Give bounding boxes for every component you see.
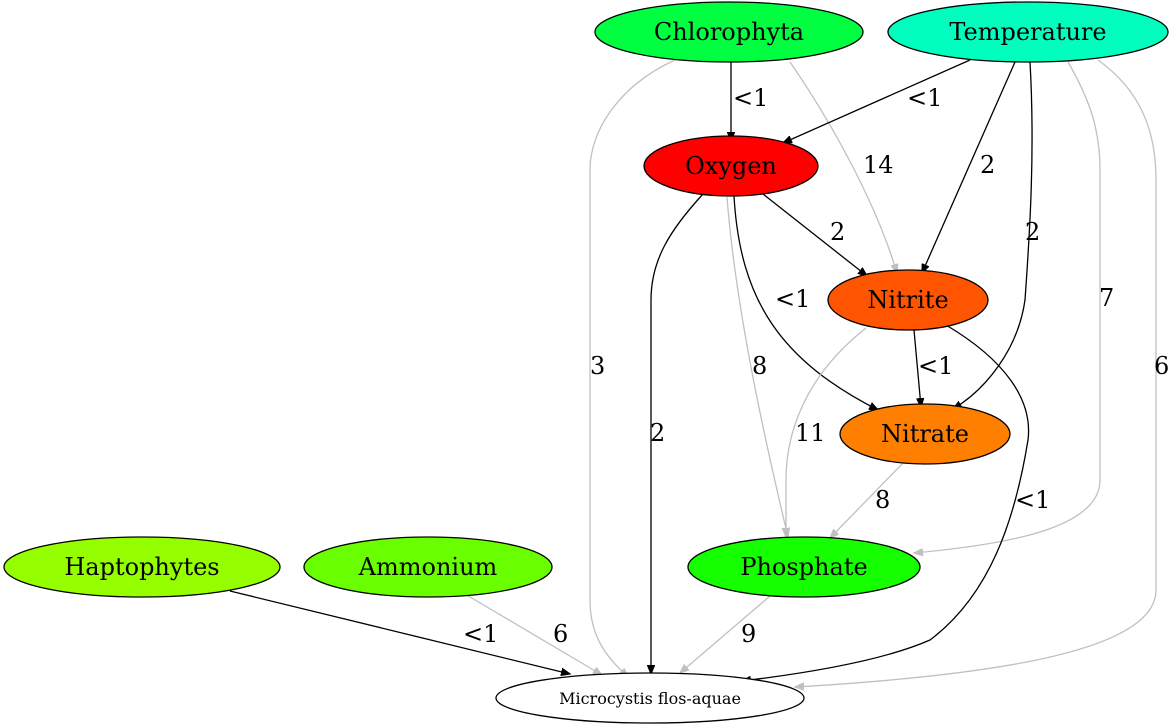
node-label: Nitrite [867,286,948,314]
edge-label: 2 [980,151,995,179]
node-shape [303,536,553,598]
edge-line [733,195,878,410]
edge-line [726,196,788,537]
node-temperature: Temperature [887,1,1169,63]
edge-line [651,193,704,674]
edge-line [913,329,921,407]
edge-haptophytes-microcystis: <1 [229,590,570,674]
node-shape [3,536,281,598]
edge-label: <1 [1015,486,1050,514]
edge-temperature-phosphate: 7 [914,61,1114,553]
edge-phosphate-microcystis: 9 [680,595,771,673]
edge-line [783,59,971,143]
node-phosphate: Phosphate [687,536,921,598]
node-label: Chlorophyta [654,18,804,46]
edge-line [742,324,1030,681]
edge-label: <1 [463,620,498,648]
edge-oxygen-nitrate: <1 [733,195,878,410]
node-chlorophyta: Chlorophyta [594,1,864,63]
edge-line [922,61,1016,273]
node-nitrate: Nitrate [839,403,1011,465]
edge-label: <1 [918,352,953,380]
node-shape [827,269,989,331]
edge-label: 14 [863,151,894,179]
edge-line [589,59,676,677]
edge-line [786,327,867,537]
node-label: Nitrate [881,420,969,448]
edge-temperature-oxygen: <1 [783,59,971,143]
node-shape [495,672,805,724]
edge-nitrite-phosphate: 11 [786,327,867,537]
edge-nitrate-phosphate: 8 [830,462,904,538]
edge-chlorophyta-nitrite: 14 [789,61,897,273]
edge-label: 2 [830,218,845,246]
node-microcystis: Microcystis flos-aquae [495,672,805,724]
node-haptophytes: Haptophytes [3,536,281,598]
edge-label: 2 [1025,218,1040,246]
edge-line [762,193,867,276]
node-label: Oxygen [685,152,777,180]
edge-label: 2 [650,419,665,447]
edge-line [789,61,897,273]
edge-line [914,61,1101,553]
edge-temperature-nitrate: 2 [953,61,1040,409]
edge-label: 8 [875,486,890,514]
edge-temperature-microcystis: 6 [795,59,1169,687]
node-oxygen: Oxygen [643,135,819,197]
node-label: Temperature [949,18,1106,46]
edge-label: <1 [775,285,810,313]
edge-label: 9 [741,620,756,648]
node-label: Phosphate [740,553,867,581]
node-shape [643,135,819,197]
node-ammonium: Ammonium [303,536,553,598]
edge-oxygen-phosphate: 8 [726,196,788,537]
node-label: Haptophytes [64,553,219,581]
edge-nitrite-microcystis: <1 [742,324,1050,681]
edge-line [795,59,1157,687]
edge-oxygen-nitrite: 2 [762,193,867,276]
edge-label: 8 [752,352,767,380]
edge-nitrite-nitrate: <1 [913,329,953,407]
node-shape [687,536,921,598]
nodes: Chlorophyta Temperature Oxygen Nitrite N… [3,1,1169,724]
edge-line [953,61,1033,409]
node-shape [594,1,864,63]
edge-oxygen-microcystis: 2 [650,193,704,674]
edge-label: 7 [1099,284,1114,312]
edge-line [229,590,570,674]
edge-line [680,595,771,673]
edge-label: <1 [733,84,768,112]
edge-label: 6 [553,620,568,648]
edge-ammonium-microcystis: 6 [464,593,602,675]
node-shape [839,403,1011,465]
edge-temperature-nitrite: 2 [922,61,1016,273]
edge-chlorophyta-microcystis: 3 [589,59,676,677]
edge-line [464,593,602,675]
node-label: Ammonium [358,553,498,581]
node-label: Microcystis flos-aquae [559,689,741,708]
edge-chlorophyta-oxygen: <1 [731,62,768,141]
edge-label: 3 [590,352,605,380]
node-shape [887,1,1169,63]
edge-label: <1 [907,84,942,112]
node-nitrite: Nitrite [827,269,989,331]
edges: <1 14 3 <1 2 2 7 6 [229,59,1169,687]
edge-line [830,462,904,538]
edge-label: 6 [1154,352,1169,380]
edge-label: 11 [795,419,826,447]
